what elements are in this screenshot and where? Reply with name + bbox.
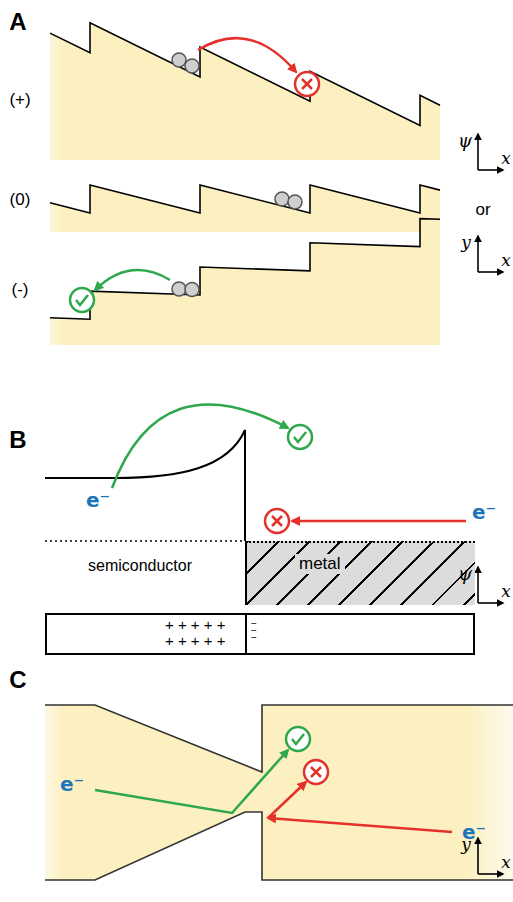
note-text: or — [475, 200, 490, 220]
ratchet-surface — [50, 185, 440, 213]
ratchet-fill — [50, 219, 440, 345]
axis-arrow — [477, 567, 479, 603]
band-edge — [45, 430, 245, 541]
ratchet-fill — [50, 23, 440, 160]
charge-stack: − − − — [250, 620, 258, 641]
state-label: (-) — [12, 280, 29, 300]
electron-label: e⁻ — [86, 488, 110, 512]
cross-icon — [265, 509, 289, 533]
check-icon — [70, 288, 94, 312]
cross-icon — [295, 72, 319, 96]
particle — [275, 192, 289, 206]
ratchet-fill — [50, 185, 440, 232]
allowed-arrow — [95, 750, 288, 813]
blocked-arrow — [198, 38, 296, 72]
panel-letter: B — [9, 426, 26, 454]
particle — [172, 282, 186, 296]
axis-label: y — [461, 834, 471, 854]
charge-box: + + + + ++ + + + + − − − — [45, 613, 475, 655]
fermi-level — [45, 540, 245, 542]
axis-label: ψ — [458, 563, 472, 584]
region-label: semiconductor — [88, 557, 192, 575]
axis-arrow — [478, 873, 503, 875]
axis-label: x — [501, 581, 511, 601]
axis-label: x — [501, 148, 511, 168]
particle — [185, 59, 199, 73]
charge-row: + + + + + — [165, 633, 225, 648]
blocked-arrow — [268, 818, 452, 832]
electron-label: e⁻ — [472, 500, 496, 524]
junction-divider — [245, 615, 247, 653]
axis-label: y — [461, 232, 471, 252]
ratchet-surface — [50, 23, 440, 126]
metal-region: metal — [245, 541, 475, 605]
particle — [172, 53, 186, 67]
particle — [185, 283, 199, 297]
axis-arrow — [477, 236, 479, 272]
charge-row: + + + + + — [165, 617, 225, 632]
cross-icon — [304, 760, 328, 784]
channel-wall — [45, 812, 513, 880]
state-label: (+) — [9, 90, 30, 110]
channel-fill — [45, 705, 513, 880]
state-label: (0) — [10, 190, 31, 210]
panel-letter: A — [9, 8, 26, 36]
panel-letter: C — [9, 666, 26, 694]
axis-label: ψ — [458, 130, 472, 151]
axis-arrow — [478, 602, 503, 604]
axis-label: x — [501, 852, 511, 872]
blocked-arrow — [292, 520, 466, 523]
axis-arrow — [478, 169, 503, 171]
axis-arrow — [478, 271, 503, 273]
region-label: metal — [295, 554, 345, 574]
blocked-arrow — [268, 782, 306, 818]
electron-label: e⁻ — [60, 772, 84, 796]
axis-arrow — [477, 134, 479, 170]
check-icon — [288, 425, 312, 449]
axis-label: x — [501, 250, 511, 270]
allowed-arrow — [95, 270, 170, 290]
check-icon — [286, 727, 310, 751]
particle — [288, 195, 302, 209]
ratchet-surface — [50, 219, 440, 320]
allowed-arrow — [112, 404, 288, 488]
